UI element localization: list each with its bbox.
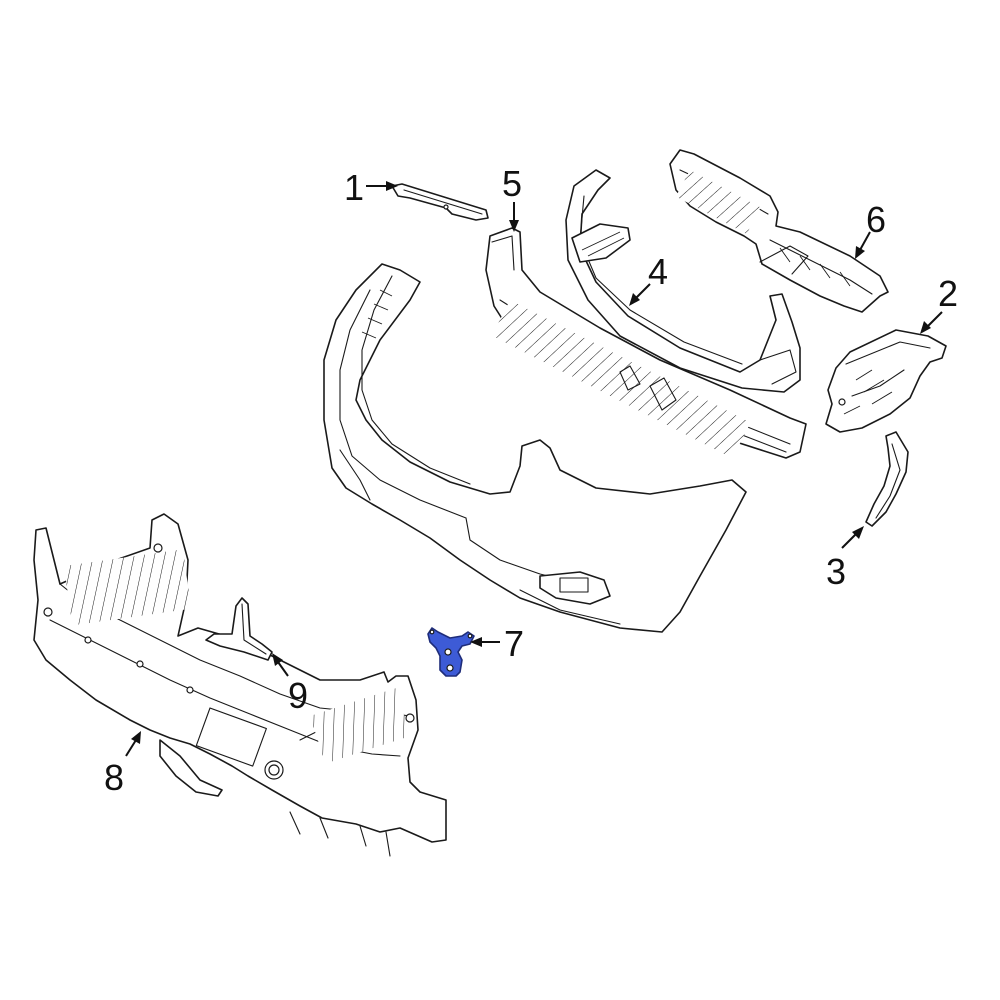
callout-4: 4 (648, 251, 668, 292)
callout-8: 8 (104, 757, 124, 798)
part-3-side-strip[interactable] (865, 431, 909, 527)
callout-labels: 1 2 3 4 5 6 7 8 9 (104, 163, 958, 798)
part-6-upper-panel[interactable] (669, 149, 889, 313)
part-9-bracket[interactable] (205, 597, 273, 661)
part-5-grille[interactable] (485, 227, 807, 459)
part-4-upper-bracket[interactable] (565, 169, 801, 393)
callout-5: 5 (502, 163, 522, 204)
part-8-lower-carrier[interactable] (33, 513, 447, 857)
leader-lines (125, 181, 943, 757)
part-1-bracket[interactable] (391, 183, 489, 221)
callout-9: 9 (288, 675, 308, 716)
callout-6: 6 (866, 199, 886, 240)
callout-7: 7 (504, 623, 524, 664)
callout-1: 1 (344, 167, 364, 208)
bumper-cover (323, 263, 747, 633)
part-7-highlighted-bracket[interactable] (427, 627, 475, 677)
callout-3: 3 (826, 551, 846, 592)
part-2-side-bracket[interactable] (825, 329, 947, 433)
callout-2: 2 (938, 273, 958, 314)
